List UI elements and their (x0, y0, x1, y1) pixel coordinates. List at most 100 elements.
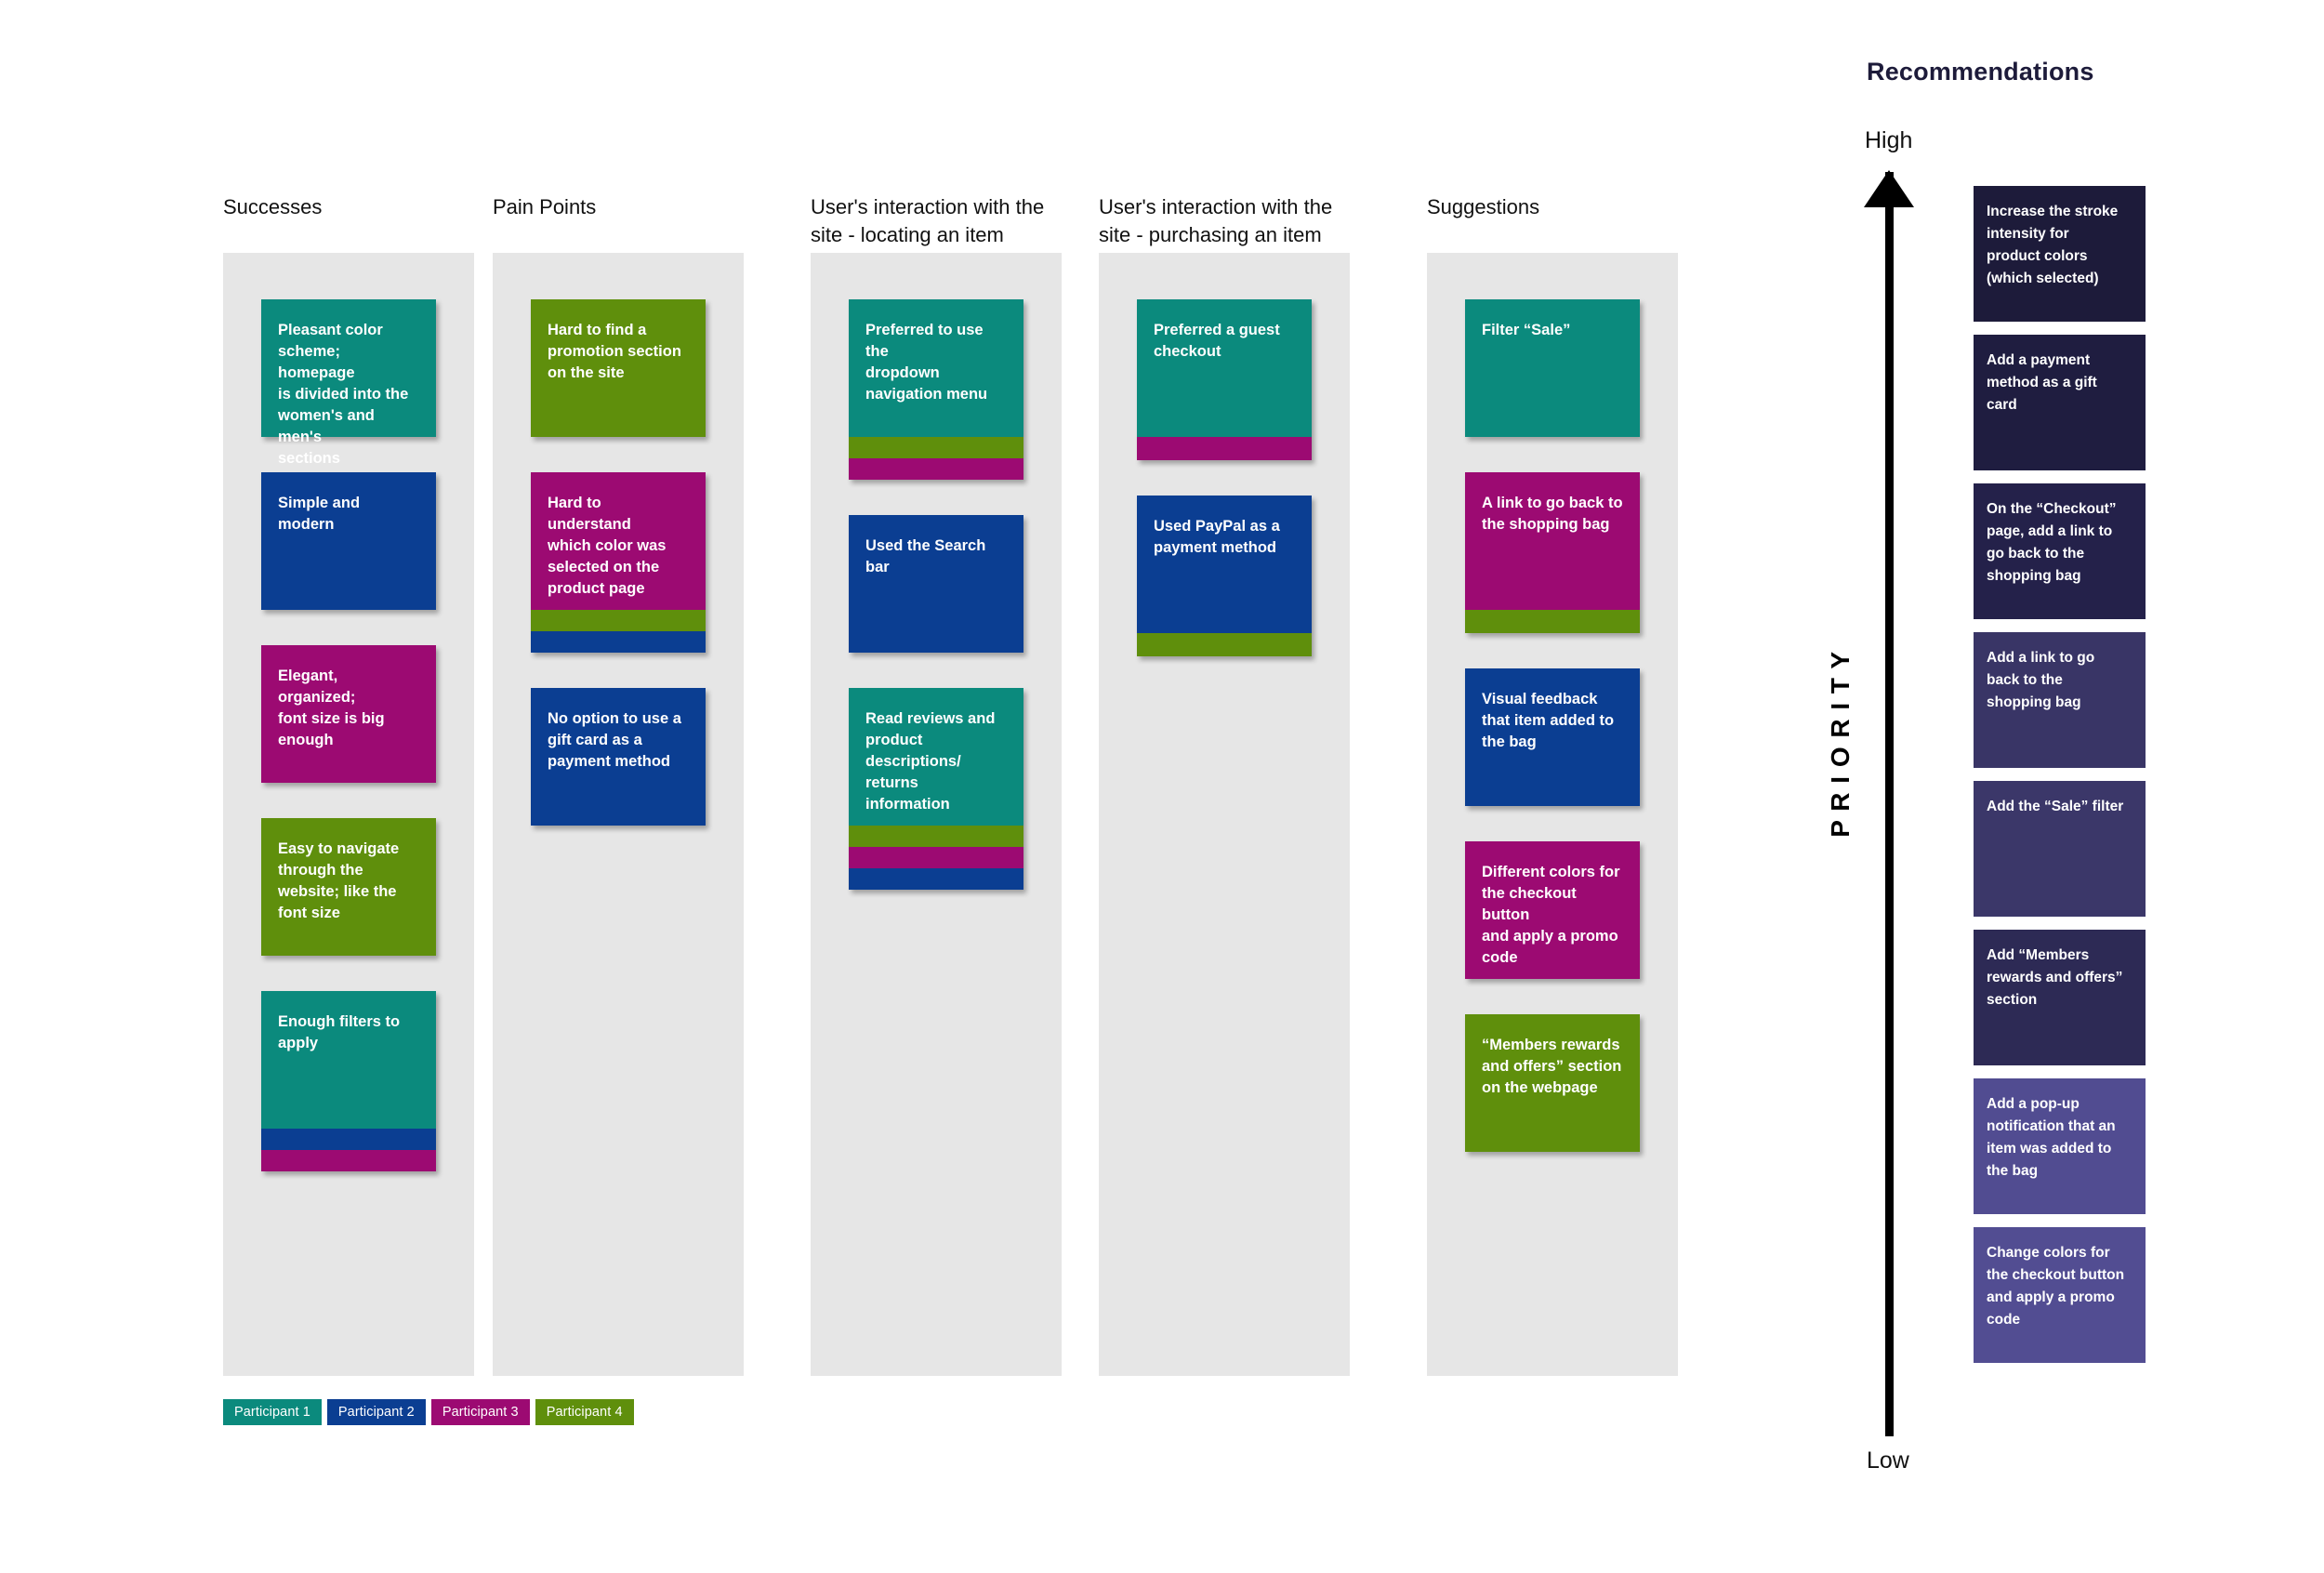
sticky-note[interactable]: Preferred to use the dropdown navigation… (849, 299, 1023, 480)
sticky-note-text: Preferred to use the dropdown navigation… (865, 322, 988, 403)
legend-chip: Participant 1 (223, 1399, 322, 1425)
sticky-note[interactable]: Easy to navigate through the website; li… (261, 818, 436, 956)
column-title: Suggestions (1427, 195, 1540, 218)
recommendation-card[interactable]: Change colors for the checkout button an… (1974, 1227, 2146, 1363)
column-track: Preferred to use the dropdown navigation… (811, 253, 1062, 1376)
sticky-note-text: Pleasant color scheme; homepage is divid… (278, 322, 409, 467)
sticky-note[interactable]: Simple and modern (261, 472, 436, 610)
sticky-note-text: Enough filters to apply (278, 1013, 401, 1051)
sticky-note-body: Simple and modern (261, 472, 436, 610)
column-title: Successes (223, 195, 323, 218)
priority-low-label: Low (1867, 1447, 1909, 1474)
legend-chip: Participant 3 (430, 1399, 530, 1425)
sticky-note-stack-layer[interactable] (849, 868, 1023, 890)
sticky-note-text: Easy to navigate through the website; li… (278, 840, 400, 921)
priority-axis-label: P R I O R I T Y (1826, 651, 1855, 838)
recommendation-card[interactable]: Add “Members rewards and offers” section (1974, 930, 2146, 1065)
sticky-note[interactable]: Pleasant color scheme; homepage is divid… (261, 299, 436, 467)
recommendation-card[interactable]: Add a link to go back to the shopping ba… (1974, 632, 2146, 768)
sticky-note-stack-layer[interactable] (1137, 633, 1312, 656)
sticky-note-text: A link to go back to the shopping bag (1482, 495, 1623, 533)
priority-axis-line (1885, 172, 1894, 1436)
column-track: Pleasant color scheme; homepage is divid… (223, 253, 474, 1376)
legend-chip: Participant 4 (535, 1399, 634, 1425)
sticky-note-stack-layer[interactable] (261, 1129, 436, 1150)
recommendation-card[interactable]: Add a payment method as a gift card (1974, 335, 2146, 470)
sticky-note-stack-layer[interactable] (849, 826, 1023, 847)
recommendation-card-text: Add a payment method as a gift card (1987, 352, 2097, 413)
recommendation-card-text: On the “Checkout” page, add a link to go… (1987, 501, 2117, 584)
sticky-note-stack-layer[interactable] (1137, 437, 1312, 460)
recommendation-card-text: Increase the stroke intensity for produc… (1987, 204, 2119, 286)
sticky-note-text: Preferred a guest checkout (1154, 322, 1280, 360)
sticky-note-body: Preferred to use the dropdown navigation… (849, 299, 1023, 437)
sticky-note-text: Hard to understand which color was selec… (548, 495, 667, 597)
sticky-note-text: Elegant, organized; font size is big eno… (278, 668, 385, 748)
sticky-note[interactable]: Read reviews and product descriptions/ r… (849, 688, 1023, 890)
column-title: Pain Points (493, 195, 597, 218)
sticky-note-body: Hard to find a promotion section on the … (531, 299, 706, 437)
sticky-note-stack-layer[interactable] (531, 610, 706, 631)
sticky-note-body: Filter “Sale” (1465, 299, 1640, 437)
recommendations-title: Recommendations (1867, 58, 2094, 86)
sticky-note[interactable]: Different colors for the checkout button… (1465, 841, 1640, 979)
sticky-note-stack-layer[interactable] (849, 847, 1023, 868)
sticky-note-text: No option to use a gift card as a paymen… (548, 710, 681, 770)
sticky-note[interactable]: Preferred a guest checkout (1137, 299, 1312, 460)
sticky-note[interactable]: Visual feedback that item added to the b… (1465, 668, 1640, 806)
sticky-note-body: Visual feedback that item added to the b… (1465, 668, 1640, 806)
sticky-note-stack-layer[interactable] (849, 458, 1023, 480)
sticky-note-body: Different colors for the checkout button… (1465, 841, 1640, 979)
recommendation-card[interactable]: Add the “Sale” filter (1974, 781, 2146, 917)
sticky-note-body: No option to use a gift card as a paymen… (531, 688, 706, 826)
sticky-note-stack-layer[interactable] (1465, 610, 1640, 633)
sticky-note-body: Read reviews and product descriptions/ r… (849, 688, 1023, 826)
sticky-note-stack-layer[interactable] (531, 631, 706, 653)
recommendation-card[interactable]: Increase the stroke intensity for produc… (1974, 186, 2146, 322)
sticky-note[interactable]: Filter “Sale” (1465, 299, 1640, 437)
sticky-note-stack-layer[interactable] (849, 437, 1023, 458)
sticky-note[interactable]: Used the Search bar (849, 515, 1023, 653)
sticky-note-body: Pleasant color scheme; homepage is divid… (261, 299, 436, 467)
column-track: Hard to find a promotion section on the … (493, 253, 744, 1376)
sticky-note-text: Simple and modern (278, 495, 361, 533)
sticky-note-body: “Members rewards and offers” section on … (1465, 1014, 1640, 1152)
recommendation-card-text: Add a pop-up notification that an item w… (1987, 1096, 2116, 1179)
column-title: User's interaction with the site - purch… (1099, 195, 1333, 246)
sticky-note[interactable]: No option to use a gift card as a paymen… (531, 688, 706, 826)
sticky-note-text: “Members rewards and offers” section on … (1482, 1037, 1622, 1096)
legend-chip: Participant 2 (326, 1399, 426, 1425)
recommendation-card[interactable]: On the “Checkout” page, add a link to go… (1974, 483, 2146, 619)
sticky-note-text: Visual feedback that item added to the b… (1482, 691, 1615, 750)
sticky-note-body: Enough filters to apply (261, 991, 436, 1129)
column-track: Filter “Sale” A link to go back to the sh… (1427, 253, 1678, 1376)
sticky-note[interactable]: Elegant, organized; font size is big eno… (261, 645, 436, 783)
sticky-note[interactable]: Hard to understand which color was selec… (531, 472, 706, 653)
sticky-note-text: Filter “Sale” (1482, 322, 1571, 338)
priority-high-label: High (1865, 127, 1913, 153)
sticky-note[interactable]: “Members rewards and offers” section on … (1465, 1014, 1640, 1152)
sticky-note-body: Preferred a guest checkout (1137, 299, 1312, 437)
recommendation-card-list: Increase the stroke intensity for produc… (1974, 186, 2146, 1376)
sticky-note-text: Used the Search bar (865, 537, 986, 575)
sticky-note-body: Used PayPal as a payment method (1137, 496, 1312, 633)
priority-arrow-icon (1864, 170, 1914, 207)
sticky-note-text: Read reviews and product descriptions/ r… (865, 710, 996, 813)
sticky-note[interactable]: A link to go back to the shopping bag (1465, 472, 1640, 633)
sticky-note-text: Hard to find a promotion section on the … (548, 322, 681, 381)
sticky-note-body: Easy to navigate through the website; li… (261, 818, 436, 956)
sticky-note-body: Used the Search bar (849, 515, 1023, 653)
recommendation-card-text: Add a link to go back to the shopping ba… (1987, 650, 2095, 710)
sticky-note[interactable]: Used PayPal as a payment method (1137, 496, 1312, 656)
sticky-note[interactable]: Enough filters to apply (261, 991, 436, 1171)
sticky-note-stack-layer[interactable] (261, 1150, 436, 1171)
sticky-note-body: A link to go back to the shopping bag (1465, 472, 1640, 610)
recommendation-card[interactable]: Add a pop-up notification that an item w… (1974, 1078, 2146, 1214)
column-title: User's interaction with the site - locat… (811, 195, 1045, 246)
sticky-note[interactable]: Hard to find a promotion section on the … (531, 299, 706, 437)
recommendation-card-text: Add “Members rewards and offers” section (1987, 947, 2123, 1008)
recommendation-card-text: Add the “Sale” filter (1987, 799, 2124, 814)
